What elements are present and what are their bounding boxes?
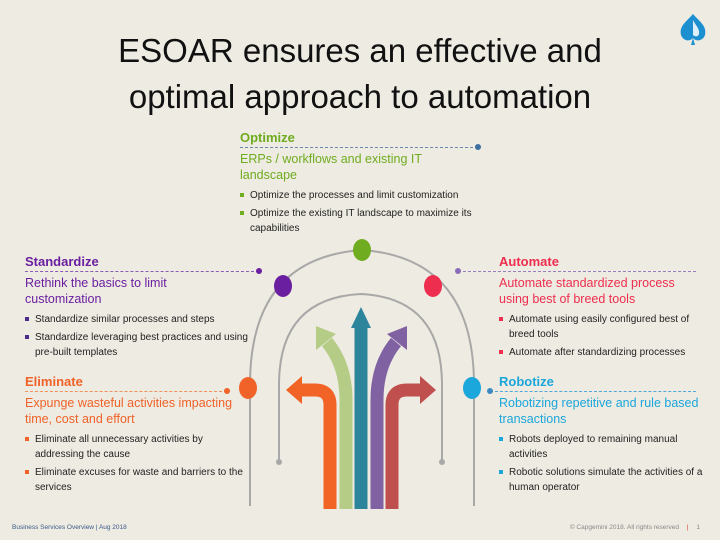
- slide-title: ESOAR ensures an effective and optimal a…: [118, 32, 602, 115]
- capgemini-logo-icon: [680, 14, 706, 45]
- list-item: Standardize similar processes and steps: [25, 312, 261, 327]
- list-item: Standardize leveraging best practices an…: [25, 330, 261, 360]
- eliminate-title: Eliminate: [25, 374, 83, 389]
- optimize-node: [353, 239, 371, 261]
- optimize-section: Optimize ERPs / workflows and existing I…: [240, 130, 482, 239]
- robotize-title: Robotize: [499, 374, 554, 389]
- footer-right: © Capgemini 2018. All rights reserved | …: [569, 524, 700, 531]
- page-number: 1: [696, 524, 700, 531]
- optimize-connector: [240, 144, 481, 150]
- eliminate-connector: [25, 388, 230, 394]
- automate-subtitle: Automate standardized process using best…: [499, 276, 675, 306]
- robotize-subtitle: Robotizing repetitive and rule based tra…: [499, 396, 699, 426]
- list-item: Automate using easily configured best of…: [499, 312, 704, 342]
- robotize-node: [463, 377, 481, 399]
- list-item: Optimize the processes and limit customi…: [240, 188, 482, 203]
- inner-arch-left-end-dot: [276, 459, 282, 465]
- eliminate-section: Eliminate Expunge wasteful activities im…: [25, 374, 243, 498]
- automate-node: [424, 275, 442, 297]
- footer-left: Business Services Overview | Aug 2018: [12, 524, 127, 531]
- standardize-subtitle: Rethink the basics to limit customizatio…: [25, 276, 167, 306]
- standardize-title: Standardize: [25, 254, 99, 269]
- list-item: Eliminate excuses for waste and barriers…: [25, 465, 243, 495]
- list-item: Robotic solutions simulate the activitie…: [499, 465, 704, 495]
- arrow-red-right: [385, 376, 436, 509]
- automate-section: Automate Automate standardized process u…: [455, 254, 704, 363]
- standardize-section: Standardize Rethink the basics to limit …: [25, 254, 262, 363]
- list-item: Automate after standardizing processes: [499, 345, 704, 360]
- list-item: Robots deployed to remaining manual acti…: [499, 432, 704, 462]
- arrow-teal-up: [351, 307, 371, 509]
- standardize-connector: [25, 268, 262, 274]
- inner-arch-right-end-dot: [439, 459, 445, 465]
- automate-connector: [455, 268, 696, 274]
- optimize-subtitle: ERPs / workflows and existing IT landsca…: [240, 152, 422, 182]
- robotize-connector: [487, 388, 696, 394]
- arrow-purple-upright: [370, 326, 407, 509]
- automate-title: Automate: [499, 254, 559, 269]
- list-item: Optimize the existing IT landscape to ma…: [240, 206, 482, 236]
- list-item: Eliminate all unnecessary activities by …: [25, 432, 243, 462]
- standardize-node: [274, 275, 292, 297]
- inner-arch: [278, 292, 443, 462]
- robotize-section: Robotize Robotizing repetitive and rule …: [487, 374, 704, 498]
- optimize-title: Optimize: [240, 130, 295, 145]
- eliminate-node: [239, 377, 257, 399]
- eliminate-subtitle: Expunge wasteful activities impacting ti…: [25, 396, 233, 426]
- arrow-lightgreen-upleft: [316, 326, 353, 509]
- arrow-orange-left: [286, 376, 337, 509]
